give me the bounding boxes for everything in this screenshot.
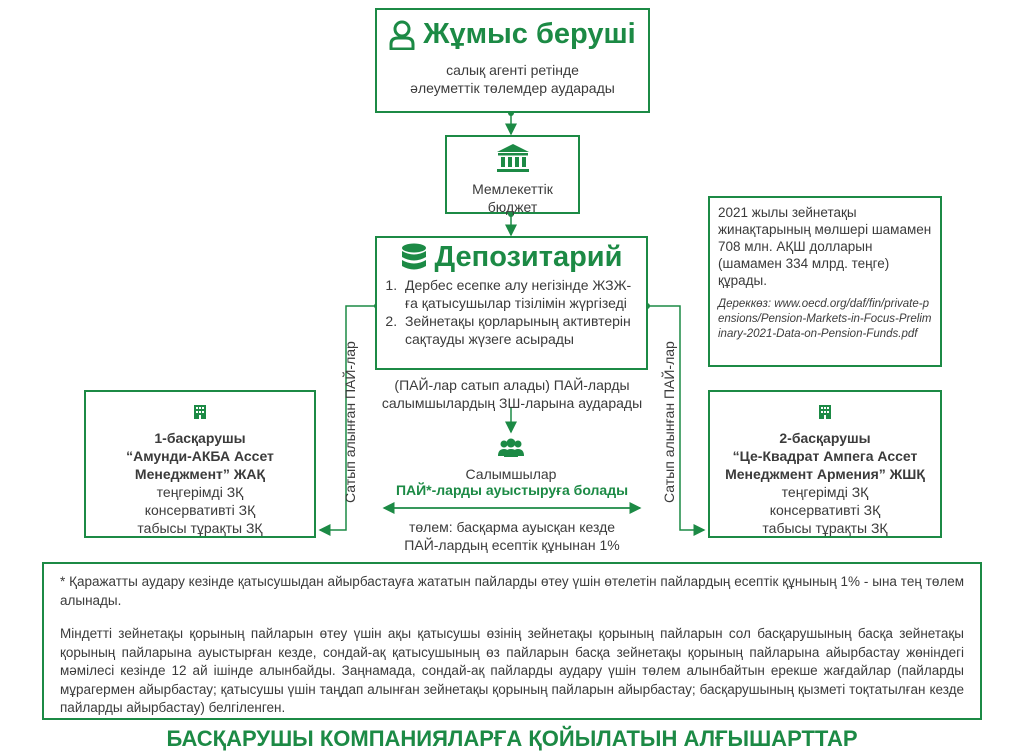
employer-line1: салық агенті ретінде	[446, 62, 579, 78]
building-icon	[194, 405, 206, 419]
footnote-p1: * Қаражатты аудару кезінде қатысушыдан а…	[60, 574, 964, 608]
manager1-fund1: теңгерімді ЗҚ	[156, 484, 244, 500]
budget-line2: бюджет	[487, 199, 538, 215]
manager1-title3: Менеджмент” ЖАҚ	[134, 466, 266, 482]
bank-icon-wrap	[447, 143, 578, 178]
manager2-title3: Менеджмент Армения” ЖШҚ	[725, 466, 925, 482]
fee-text: төлем: басқарма ауысқан кезде ПАЙ-лардың…	[366, 518, 658, 554]
database-icon	[401, 243, 426, 269]
left-manager-connector	[318, 305, 376, 536]
manager2-funds: теңгерімді ЗҚ консервативті ЗҚ табысы тұ…	[710, 483, 940, 537]
fee-line2: ПАЙ-лардың есептік құнынан 1%	[404, 537, 620, 553]
depository-title: Депозитарий	[434, 241, 623, 273]
manager1-title: 1-басқарушы “Амунди-АКБА Ассет Менеджмен…	[86, 429, 314, 483]
footnote-box: * Қаражатты аудару кезінде қатысушыдан а…	[42, 562, 982, 720]
depository-item-1: Дербес есепке алу негізінде ЖЗЖ-ға қатыс…	[401, 276, 642, 312]
group-icon	[498, 438, 524, 457]
info-text: 2021 жылы зейнетақы жинақтарының мөлшері…	[718, 205, 932, 288]
depository-list: Дербес есепке алу негізінде ЖЗЖ-ға қатыс…	[377, 276, 646, 348]
budget-line1: Мемлекеттік	[472, 181, 553, 197]
left-side-label: Сатып алынған ПАЙ-лар	[342, 341, 358, 503]
manager1-title1: 1-басқарушы	[154, 430, 246, 446]
fee-line1: төлем: басқарма ауысқан кезде	[408, 519, 616, 535]
depository-box: Депозитарий Дербес есепке алу негізінде …	[375, 236, 648, 370]
manager1-title2: “Амунди-АКБА Ассет	[126, 448, 274, 464]
depository-item-2: Зейнетақы қорларының активтерін сақтауды…	[401, 312, 642, 348]
manager1-fund2: консервативті ЗҚ	[144, 502, 256, 518]
right-manager-connector	[648, 305, 706, 536]
employer-line2: әлеуметтік төлемдер аударады	[410, 80, 615, 96]
info-box: 2021 жылы зейнетақы жинақтарының мөлшері…	[708, 196, 942, 367]
depository-title-row: Депозитарий	[377, 241, 646, 274]
transfer-text: (ПАЙ-лар сатып алады) ПАЙ-ларды салымшыл…	[366, 376, 658, 412]
person-icon	[389, 20, 415, 50]
investors-label: Салымшылар	[465, 466, 557, 482]
building-icon	[819, 405, 831, 419]
manager1-fund3: табысы тұрақты ЗҚ	[137, 520, 263, 536]
manager2-fund3: табысы тұрақты ЗҚ	[762, 520, 888, 536]
budget-box: Мемлекеттік бюджет	[445, 135, 580, 215]
switch-text: ПАЙ*-ларды ауыстыруға болады	[395, 482, 629, 498]
right-side-label: Сатып алынған ПАЙ-лар	[661, 341, 677, 503]
bottom-title: БАСҚАРУШЫ КОМПАНИЯЛАРҒА ҚОЙЫЛАТЫН АЛҒЫША…	[166, 726, 858, 751]
manager2-fund2: консервативті ЗҚ	[769, 502, 881, 518]
manager2-title2: “Це-Квадрат Ампега Ассет	[732, 448, 918, 464]
investors-block: Салымшылар	[430, 438, 592, 483]
manager2-title: 2-басқарушы “Це-Квадрат Ампега Ассет Мен…	[710, 429, 940, 483]
transfer-line2: салымшылардың ЗШ-ларына аударады	[381, 395, 643, 411]
manager1-funds: теңгерімді ЗҚ консервативті ЗҚ табысы тұ…	[86, 483, 314, 537]
manager2-fund1: теңгерімді ЗҚ	[781, 484, 869, 500]
employer-title: Жұмыс беруші	[423, 18, 636, 50]
manager2-title1: 2-басқарушы	[779, 430, 871, 446]
bank-icon	[496, 144, 529, 172]
employer-box: Жұмыс беруші салық агенті ретінде әлеуме…	[375, 8, 650, 113]
info-source: Дереккөз: www.oecd.org/daf/fin/private-p…	[718, 298, 932, 340]
manager1-box: 1-басқарушы “Амунди-АКБА Ассет Менеджмен…	[84, 390, 316, 538]
footnote-p2: Міндетті зейнетақы қорының пайларын өтеу…	[60, 626, 964, 715]
manager2-box: 2-басқарушы “Це-Квадрат Ампега Ассет Мен…	[708, 390, 942, 538]
transfer-line1: (ПАЙ-лар сатып алады) ПАЙ-ларды	[394, 377, 630, 393]
employer-title-row: Жұмыс беруші	[377, 18, 648, 51]
